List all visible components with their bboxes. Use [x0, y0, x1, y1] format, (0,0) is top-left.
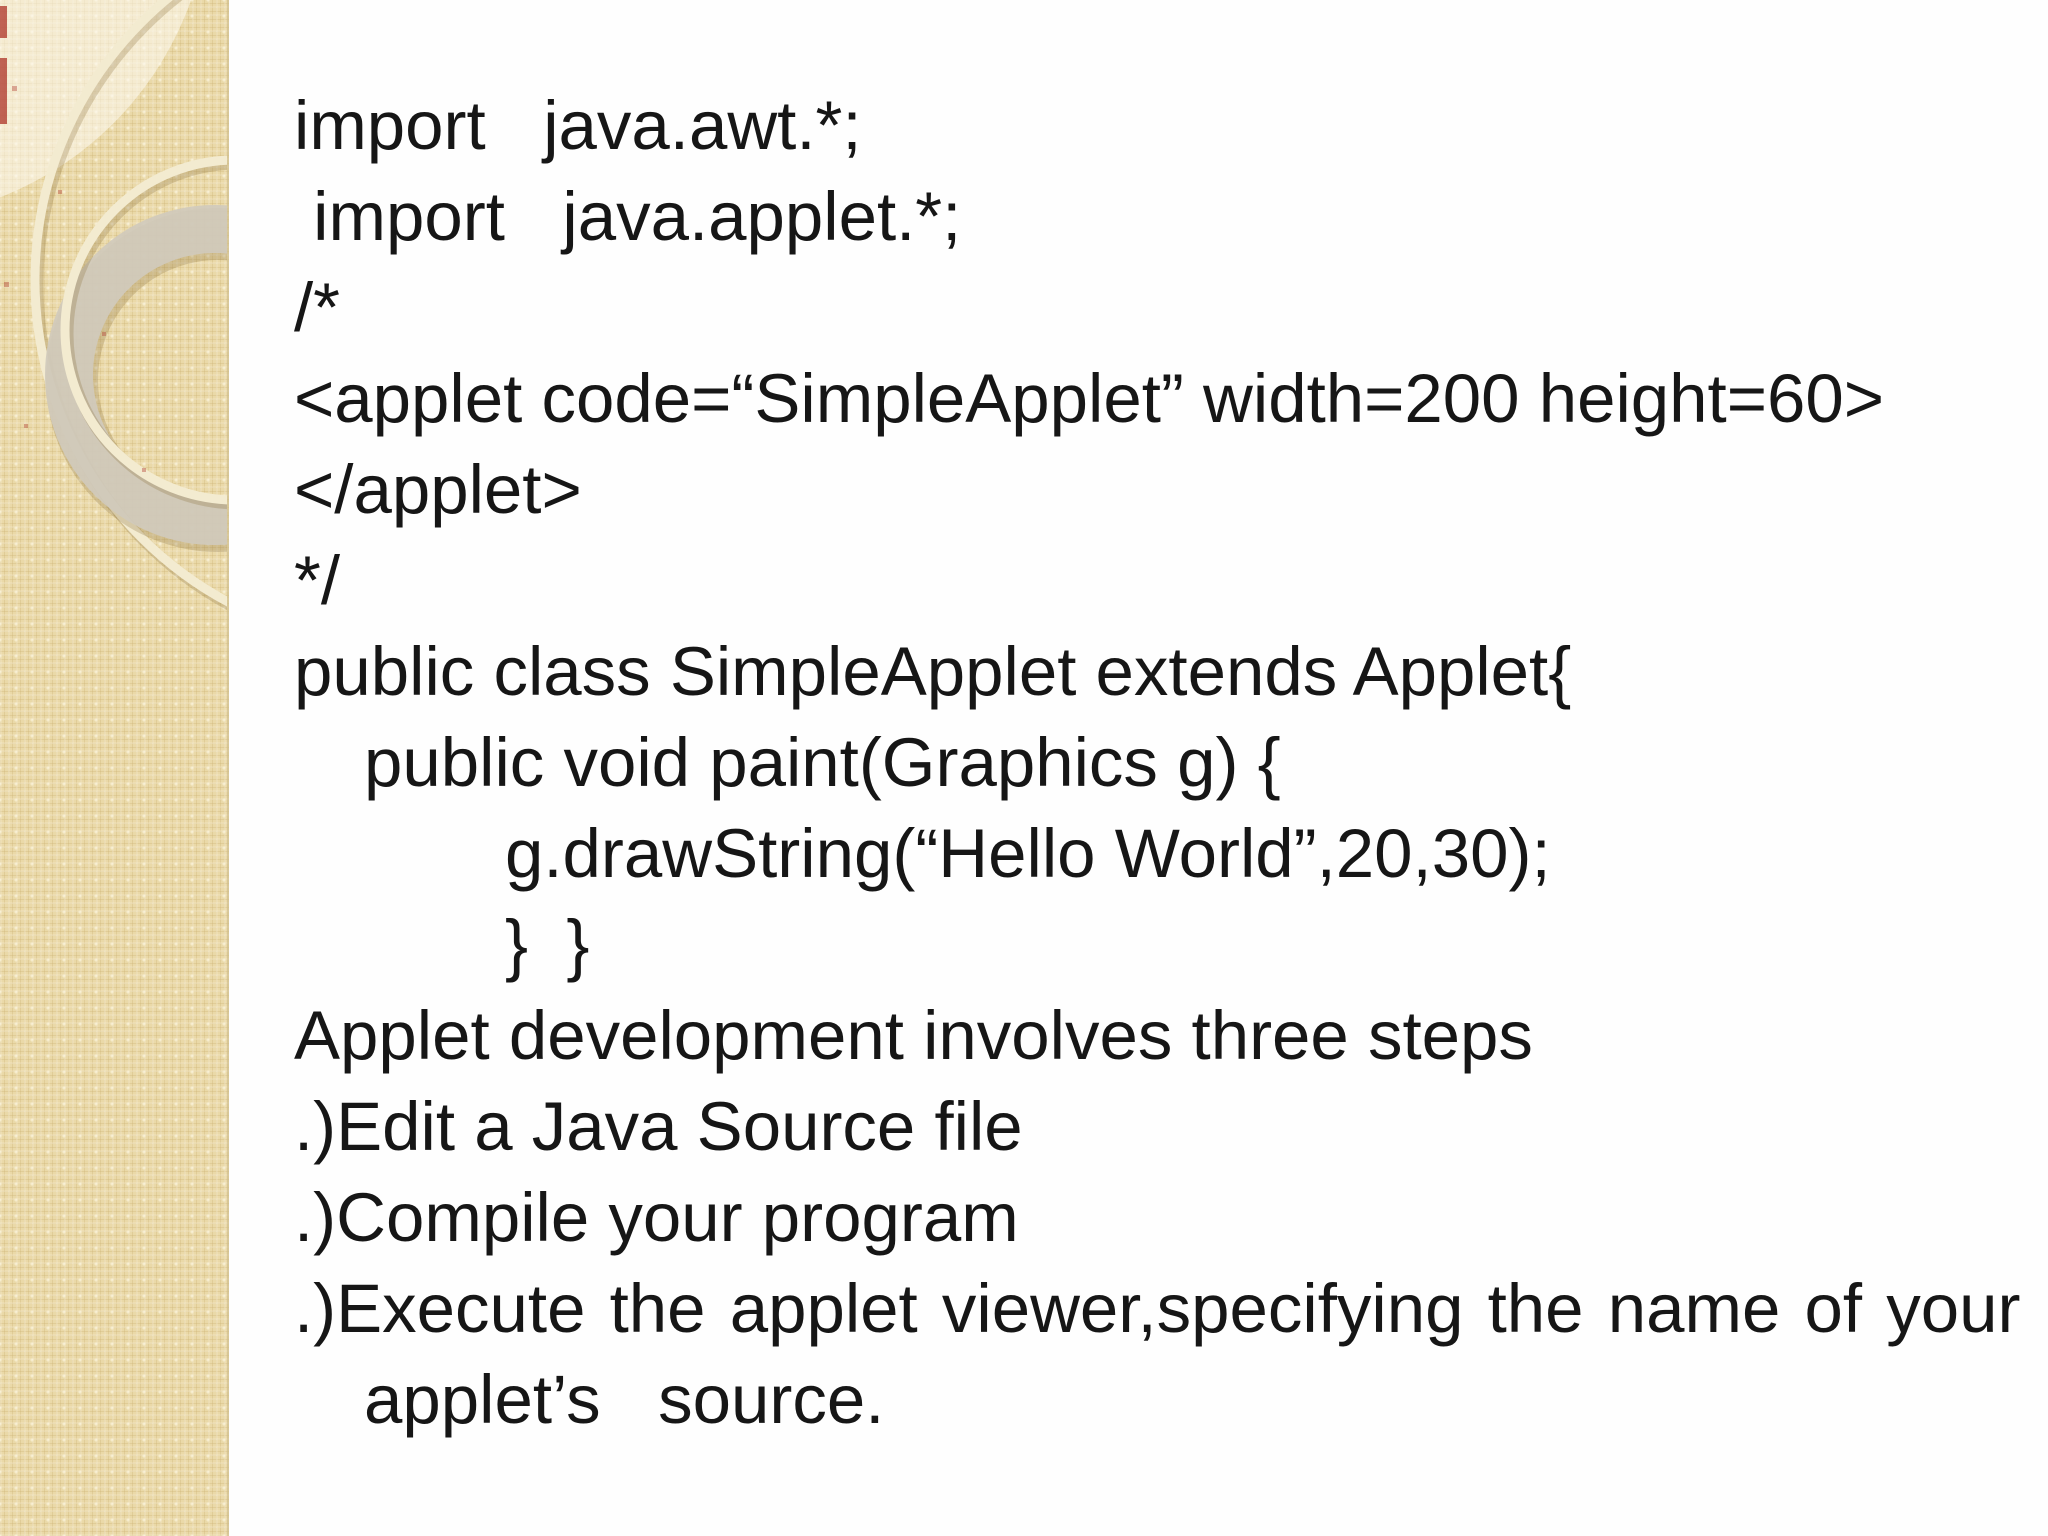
text-line-three-steps: Applet development involves three steps: [294, 997, 1533, 1074]
text-line-step-edit: .)Edit a Java Source file: [294, 1088, 1023, 1165]
corner-light-circle: [0, 0, 192, 198]
red-artifact-dot: [4, 282, 9, 287]
red-artifact-dot: [142, 468, 146, 472]
circle-ornaments: [0, 0, 227, 610]
red-artifact-dot: [58, 190, 62, 194]
code-line-braces: } }: [505, 906, 590, 983]
red-artifact-dot: [12, 86, 17, 91]
large-circle-outline: [30, 0, 227, 607]
red-artifact-dot: [102, 332, 106, 336]
text-line-step-execute: .)Execute the applet viewer,specifying t…: [294, 1270, 2021, 1347]
red-artifact-mark: [0, 6, 7, 38]
red-artifact-dot: [24, 424, 28, 428]
code-line-applet-tag: <applet code=“SimpleApplet” width=200 he…: [294, 360, 1885, 437]
code-line-import-applet: import java.applet.*;: [294, 178, 962, 255]
text-line-applet-source: applet’s source.: [364, 1361, 885, 1438]
small-circle-outline: [60, 155, 227, 505]
code-line-import-awt: import java.awt.*;: [294, 87, 862, 164]
code-block: import java.awt.*; import java.applet.*;…: [227, 0, 2048, 1536]
code-line-class-decl: public class SimpleApplet extends Applet…: [294, 633, 1572, 710]
sidebar-decoration: [0, 0, 229, 1536]
code-line-applet-close: </applet>: [294, 451, 582, 528]
code-line-drawstring: g.drawString(“Hello World”,20,30);: [505, 815, 1551, 892]
code-line-paint-method: public void paint(Graphics g) {: [364, 724, 1281, 801]
text-line-step-compile: .)Compile your program: [294, 1179, 1019, 1256]
code-line-comment-open: /*: [294, 269, 341, 346]
code-line-comment-close: */: [294, 542, 341, 619]
red-artifact-mark: [0, 58, 7, 124]
